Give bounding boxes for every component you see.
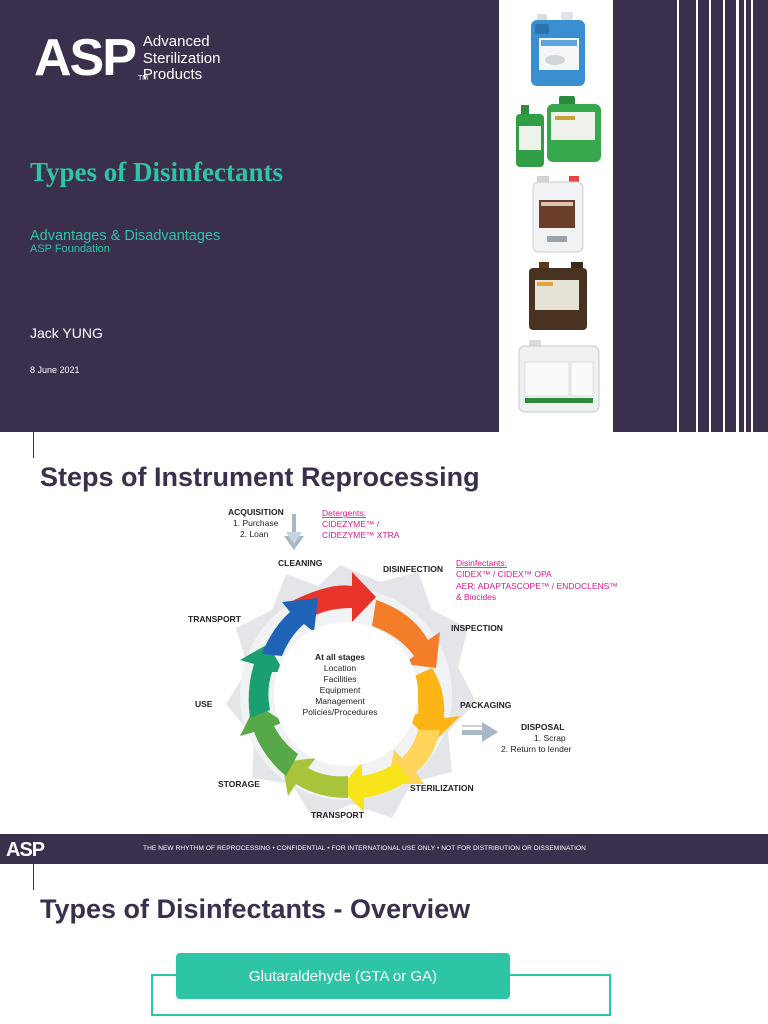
stripe — [736, 0, 739, 432]
center-item-5: Policies/Procedures — [302, 707, 377, 717]
cycle-arrows — [240, 572, 460, 812]
slide-marker — [33, 432, 34, 458]
stripe — [677, 0, 679, 432]
label-cleaning: CLEANING — [278, 558, 323, 568]
glutaraldehyde-box: Glutaraldehyde (GTA or GA) — [176, 953, 510, 999]
asp-logo: ASP TM Advanced Sterilization Products — [34, 32, 220, 84]
center-item-4: Management — [315, 696, 365, 706]
logo-line-2: Sterilization — [142, 49, 221, 67]
sub-labels: 1. Purchase 2. Loan 1. Scrap 2. Return t… — [233, 518, 572, 754]
use-arrow — [240, 644, 284, 718]
label-acquisition-1: 1. Purchase — [233, 518, 279, 528]
logo-line-1: Advanced — [142, 33, 210, 50]
cycle-center — [274, 622, 418, 766]
slide-marker — [33, 864, 34, 890]
transport-arrow — [282, 758, 348, 798]
stripe — [696, 0, 698, 432]
presentation-date: 8 June 2021 — [30, 365, 80, 375]
center-item-3: Equipment — [320, 685, 361, 695]
footer-disclaimer: THE NEW RHYTHM OF REPROCESSING • CONFIDE… — [143, 845, 586, 852]
label-acquisition: ACQUISITION — [228, 507, 284, 517]
connector-line — [609, 974, 611, 1016]
disinfectants-heading: Disinfectants: — [456, 558, 507, 568]
blue-canister-icon — [531, 12, 585, 86]
stripe — [744, 0, 746, 432]
stripe — [751, 0, 753, 432]
label-transport-left: TRANSPORT — [188, 614, 242, 624]
connector-line — [151, 974, 177, 976]
stage-labels: ACQUISITION CLEANING DISINFECTION INSPEC… — [188, 507, 564, 820]
product-image-column — [499, 0, 613, 432]
disinfection-arrow — [372, 600, 440, 668]
connector-line — [151, 1014, 611, 1016]
slide-title: Steps of Instrument Reprocessing — [40, 462, 480, 492]
slide-title: Types of Disinfectants - Overview — [40, 894, 471, 924]
brown-canister-icon — [529, 262, 587, 330]
author-name: Jack YUNG — [30, 325, 103, 341]
label-packaging: PACKAGING — [460, 700, 512, 710]
detergents-line-1: CIDEZYME™ / — [322, 519, 380, 529]
disinfectants-line-2: AER: ADAPTASCOPE™ / ENDOCLENS™ — [456, 581, 618, 591]
label-inspection: INSPECTION — [451, 623, 503, 633]
white-canister-icon — [518, 340, 600, 413]
detergents-line-2: CIDEZYME™ XTRA — [322, 530, 400, 540]
logo-line-3: Products — [142, 66, 203, 83]
title-slide: ASP TM Advanced Sterilization Products T… — [0, 0, 768, 432]
reprocessing-cycle-diagram: ACQUISITION CLEANING DISINFECTION INSPEC… — [188, 507, 618, 820]
slide-footer: ASP THE NEW RHYTHM OF REPROCESSING • CON… — [0, 834, 768, 864]
product-annotations: Detergents: CIDEZYME™ / CIDEZYME™ XTRA D… — [322, 508, 618, 602]
disinfectants-line-3: & Biocides — [456, 592, 496, 602]
disposal-arrow-icon — [462, 722, 498, 742]
logo-wordmark: Advanced Sterilization Products — [142, 33, 221, 84]
stripe — [723, 0, 725, 432]
product-bottles-image — [516, 12, 601, 413]
green-bottles-icon — [516, 96, 601, 167]
label-transport-bottom: TRANSPORT — [311, 810, 365, 820]
decorative-stripe-panel — [613, 0, 768, 432]
label-use: USE — [195, 699, 213, 709]
disinfectants-line-1: CIDEX™ / CIDEX™ OPA — [456, 569, 552, 579]
transport-left-arrow — [262, 598, 318, 656]
inspection-arrow — [404, 668, 460, 744]
label-acquisition-2: 2. Loan — [240, 529, 269, 539]
slide-title: Types of Disinfectants — [30, 157, 283, 187]
connector-line — [510, 974, 611, 976]
center-item-2: Facilities — [323, 674, 356, 684]
acquisition-arrow-icon — [284, 514, 304, 550]
logo-trademark: TM — [138, 75, 149, 82]
label-disposal: DISPOSAL — [521, 722, 564, 732]
reprocessing-slide: Steps of Instrument Reprocessing — [0, 432, 768, 864]
label-sterilization: STERILIZATION — [410, 783, 474, 793]
center-item-1: Location — [324, 663, 356, 673]
center-text: At all stages Location Facilities Equipm… — [302, 652, 377, 717]
logo-mark: ASP — [34, 29, 137, 87]
label-disinfection: DISINFECTION — [383, 564, 443, 574]
footer-logo: ASP — [6, 839, 45, 861]
slide-subtitle-org: ASP Foundation — [30, 243, 110, 255]
center-heading: At all stages — [315, 652, 365, 662]
connector-line — [151, 974, 153, 1016]
overview-slide: Types of Disinfectants - Overview Glutar… — [0, 864, 768, 1024]
slide-subtitle: Advantages & Disadvantages — [30, 228, 221, 244]
label-disposal-2: 2. Return to lender — [501, 744, 572, 754]
white-bottle-icon — [532, 176, 584, 253]
label-disposal-1: 1. Scrap — [534, 733, 566, 743]
detergents-heading: Detergents: — [322, 508, 366, 518]
sterilization-arrow — [340, 762, 410, 812]
label-storage: STORAGE — [218, 779, 260, 789]
stripe — [709, 0, 711, 432]
